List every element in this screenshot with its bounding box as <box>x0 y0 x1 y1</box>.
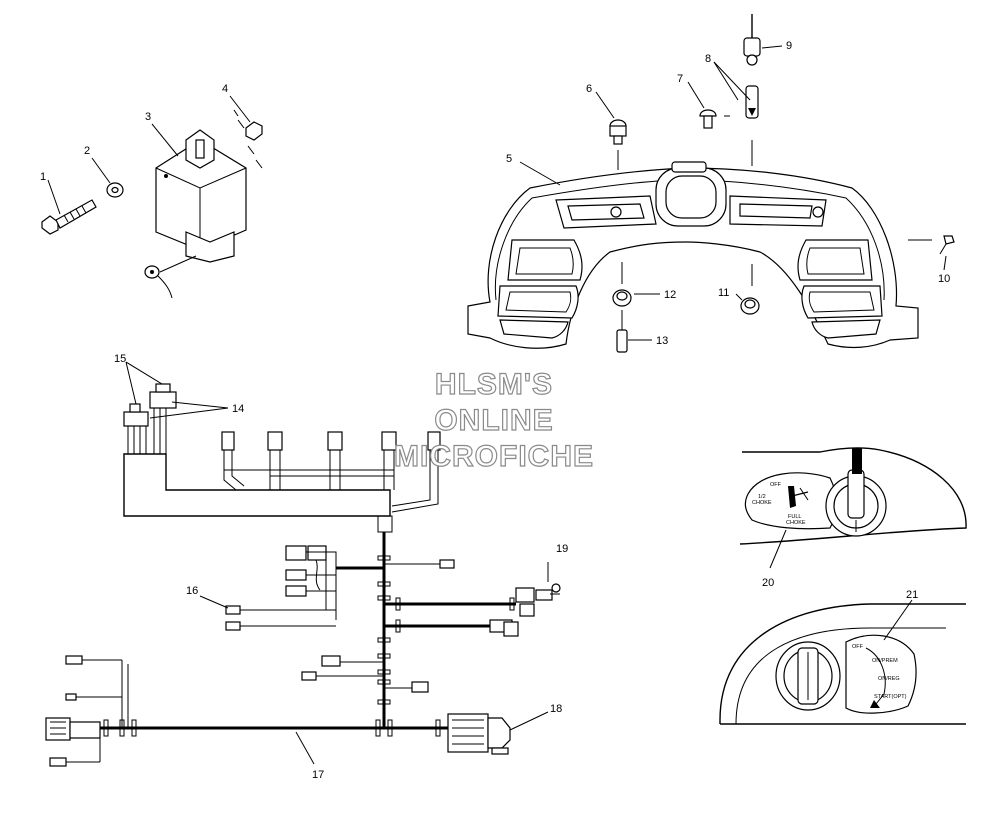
control-module-assembly: 1 2 3 4 <box>40 83 263 299</box>
callout-7: 7 <box>677 73 683 85</box>
right-vent-group <box>797 239 883 339</box>
sensor-part-13 <box>616 310 628 353</box>
right-branch-connectors: 19 <box>301 543 568 693</box>
key-start-label: START(OPT) <box>874 694 907 700</box>
callout-17: 17 <box>312 769 324 781</box>
callout-6: 6 <box>586 83 592 95</box>
watermark-line-2: ONLINE <box>434 404 553 437</box>
callout-1: 1 <box>40 171 46 183</box>
choke-off-label: OFF <box>770 482 782 488</box>
module-part-3 <box>155 129 247 263</box>
callout-19: 19 <box>556 543 568 555</box>
multi-connector-block: 16 <box>186 545 337 631</box>
callout-8: 8 <box>705 53 711 65</box>
callout-18: 18 <box>550 703 562 715</box>
left-slot <box>555 195 657 229</box>
callout-5: 5 <box>506 153 512 165</box>
watermark: HLSM'S ONLINE MICROFICHE <box>393 367 594 473</box>
choke-knob <box>825 448 887 537</box>
gauge-pod <box>655 161 727 227</box>
callout-14: 14 <box>232 403 244 415</box>
choke-full-label-2: CHOKE <box>786 520 806 526</box>
main-connector-part-18: 18 <box>447 703 562 755</box>
ground-wire <box>144 255 197 299</box>
key-on-reg-label: ON/REG <box>878 676 900 682</box>
dash-panel-assembly: 5 6 7 8 9 10 11 12 13 <box>467 14 955 353</box>
callout-11: 11 <box>718 287 729 299</box>
callout-10: 10 <box>938 273 950 285</box>
nut-part-11 <box>740 264 760 315</box>
watermark-line-1: HLSM'S <box>435 368 553 401</box>
fuse-part-8 <box>745 85 759 166</box>
choke-full-label-1: FULL <box>788 514 801 520</box>
washer-part-2 <box>106 182 124 198</box>
choke-half-label-2: CHOKE <box>752 500 772 506</box>
key-off-label: OFF <box>852 644 864 650</box>
harness-clips <box>103 555 515 737</box>
wiring-harness-assembly: 15 14 <box>45 353 568 781</box>
nut-part-12 <box>612 262 632 307</box>
callout-2: 2 <box>84 145 90 157</box>
plug-part-6 <box>609 119 627 170</box>
callout-13: 13 <box>656 335 668 347</box>
choke-panel-part-20: OFF 1/2 CHOKE FULL CHOKE 20 <box>739 447 967 589</box>
callout-15: 15 <box>114 353 126 365</box>
left-end-connectors <box>45 655 129 767</box>
left-vent-group <box>497 239 583 339</box>
callout-12: 12 <box>664 289 676 301</box>
callout-20: 20 <box>762 577 774 589</box>
bolt-part-1 <box>41 199 97 235</box>
nut-part-4 <box>233 109 263 169</box>
bulb-part-9 <box>743 14 761 66</box>
callout-16: 16 <box>186 585 198 597</box>
watermark-line-3: MICROFICHE <box>394 440 594 473</box>
choke-half-label-1: 1/2 <box>758 494 766 500</box>
screw-part-10 <box>908 235 955 255</box>
callout-4: 4 <box>222 83 228 95</box>
relay-connectors-15 <box>123 383 177 454</box>
callout-3: 3 <box>145 111 151 123</box>
choke-lever <box>788 486 809 508</box>
key-on-prem-label: ON/PREM <box>872 658 898 664</box>
right-slot <box>729 195 827 227</box>
bulb-connectors <box>221 431 441 513</box>
ignition-switch <box>775 641 841 711</box>
rivet-part-7 <box>699 109 730 129</box>
callout-21: 21 <box>906 589 918 601</box>
key-switch-part-21: OFF ON/PREM ON/REG START(OPT) 21 <box>719 589 966 725</box>
callout-9: 9 <box>786 40 792 52</box>
